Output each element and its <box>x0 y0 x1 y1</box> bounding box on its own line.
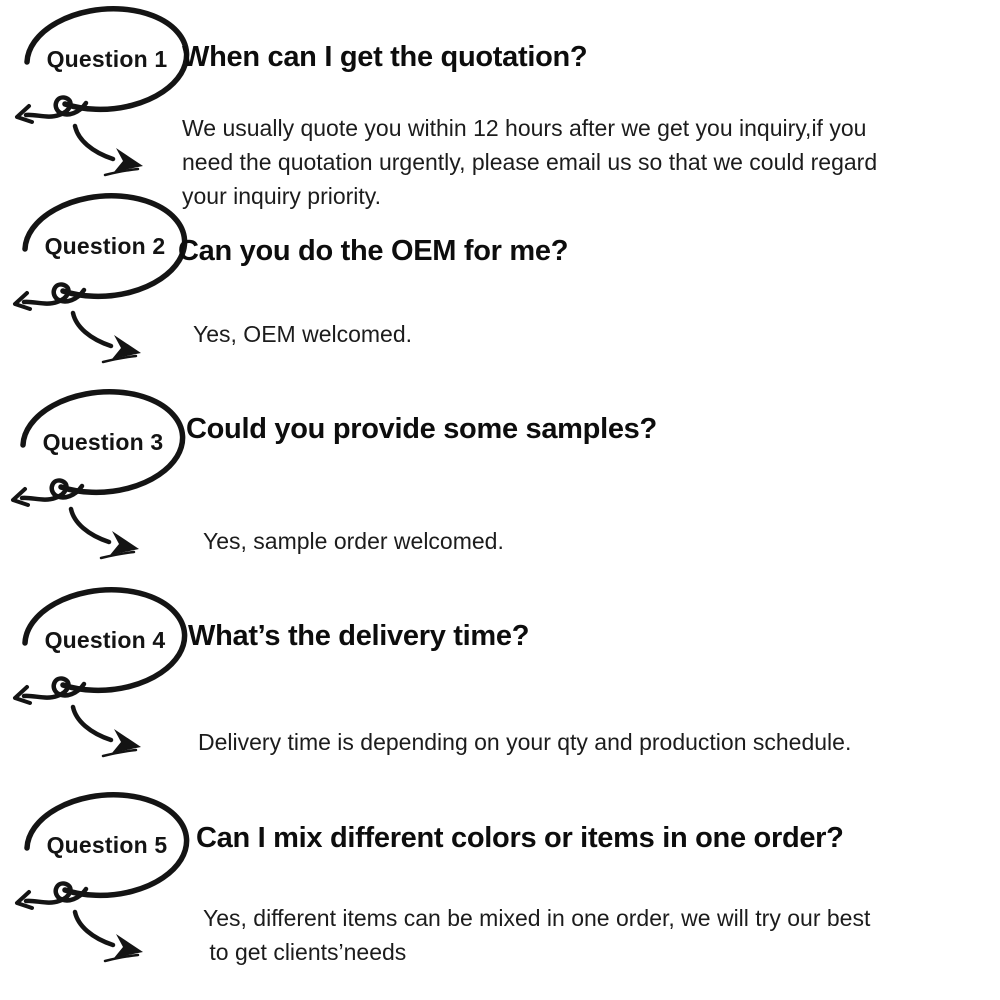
question-bubble: Question 1 <box>12 3 202 181</box>
question-title: Can I mix different colors or items in o… <box>196 822 844 854</box>
question-answer: Yes, sample order welcomed. <box>203 528 504 554</box>
swoosh-arrow-icon <box>70 310 114 349</box>
question-number-label: Question 2 <box>44 233 166 259</box>
question-number-label: Question 4 <box>44 627 166 653</box>
question-number-label: Question 1 <box>46 46 168 72</box>
question-answer: Delivery time is depending on your qty a… <box>198 729 852 755</box>
curl-arrowhead <box>15 104 34 124</box>
swoosh-arrowhead <box>114 934 143 958</box>
question-bubble: Question 4 <box>10 584 200 762</box>
question-number-label: Question 3 <box>42 429 164 455</box>
curl-arrowhead <box>15 890 34 910</box>
swoosh-arrowhead <box>112 729 141 753</box>
question-title: What’s the delivery time? <box>188 620 530 652</box>
swoosh-arrowhead <box>114 148 143 172</box>
speech-bubble-icon <box>15 792 190 963</box>
speech-bubble-icon <box>13 587 188 758</box>
swoosh-arrowhead <box>112 335 141 359</box>
question-bubble: Question 2 <box>10 190 200 368</box>
question-number-label: Question 5 <box>46 832 168 858</box>
swoosh-arrow-icon <box>70 704 114 743</box>
swoosh-arrowhead <box>110 531 139 555</box>
swoosh-arrow-icon <box>72 909 116 948</box>
curl-arrowhead <box>13 685 32 705</box>
swoosh-arrow-icon <box>72 123 116 162</box>
question-answer: Yes, OEM welcomed. <box>193 321 413 347</box>
speech-bubble-icon <box>11 389 186 560</box>
speech-bubble-icon <box>15 6 190 177</box>
question-title: Can you do the OEM for me? <box>178 235 569 267</box>
question-bubble: Question 5 <box>12 789 202 967</box>
question-answer: We usually quote you within 12 hours aft… <box>182 115 878 209</box>
question-answer: Yes, different items can be mixed in one… <box>203 905 871 965</box>
curl-arrowhead <box>11 487 30 507</box>
question-bubble: Question 3 <box>8 386 198 564</box>
speech-bubble-icon <box>13 193 188 364</box>
swoosh-arrow-icon <box>68 506 112 545</box>
question-title: Could you provide some samples? <box>186 413 657 445</box>
curl-arrowhead <box>13 291 32 311</box>
question-title: When can I get the quotation? <box>182 41 588 73</box>
